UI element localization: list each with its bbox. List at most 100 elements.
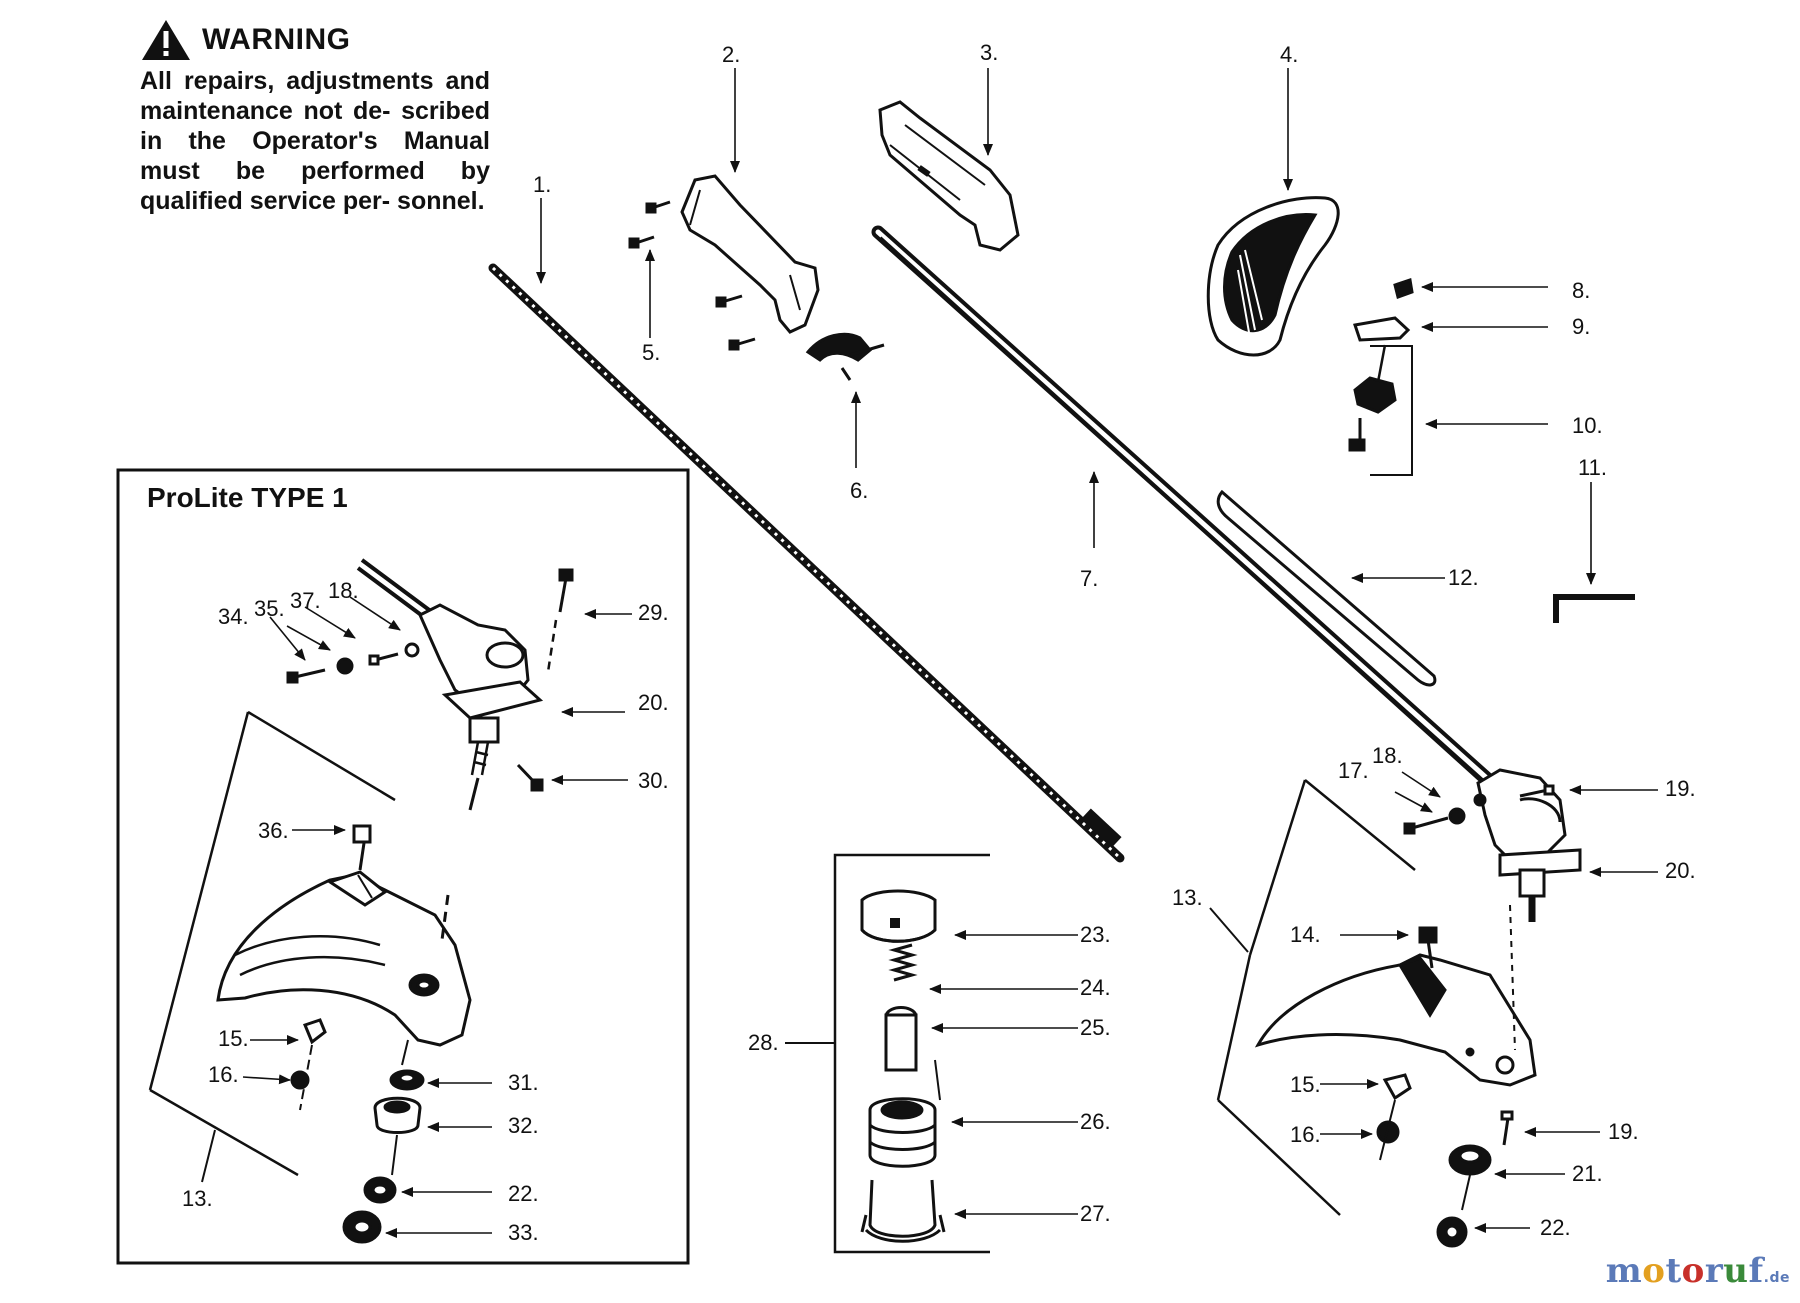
throttle-housing-part bbox=[878, 100, 1020, 252]
callout-32: 32. bbox=[508, 1113, 539, 1138]
callout-5: 5. bbox=[642, 340, 661, 365]
callout-15-box: 15. bbox=[218, 1026, 249, 1051]
callout-33: 33. bbox=[508, 1220, 539, 1245]
watermark-letter-f: f bbox=[1748, 1251, 1764, 1291]
callout-8: 8. bbox=[1572, 278, 1591, 303]
callout-18-main: 18. bbox=[1372, 743, 1403, 768]
drive-shaft-tube-part bbox=[871, 225, 1507, 798]
callout-37: 37. bbox=[290, 588, 321, 613]
callout-22-box: 22. bbox=[508, 1181, 539, 1206]
site-watermark: motoruf.de bbox=[1606, 1251, 1790, 1291]
leader-16-box bbox=[242, 1074, 291, 1085]
callout-30: 30. bbox=[638, 768, 669, 793]
callout-2: 2. bbox=[722, 42, 741, 67]
screw-17-18 bbox=[1403, 807, 1466, 835]
callout-31: 31. bbox=[508, 1070, 539, 1095]
watermark-letter-u: u bbox=[1723, 1251, 1749, 1291]
callout-7: 7. bbox=[1080, 566, 1099, 591]
warning-notice: WARNING All repairs, adjustments and mai… bbox=[140, 18, 490, 216]
watermark-letter-t: t bbox=[1665, 1251, 1682, 1291]
warning-title: WARNING bbox=[202, 23, 351, 56]
trimmer-head-group bbox=[833, 853, 990, 1254]
callout-21: 21. bbox=[1572, 1161, 1603, 1186]
callout-13-main: 13. bbox=[1172, 885, 1203, 910]
parts-15-16-main bbox=[1376, 1073, 1412, 1161]
bracket-13-box-c bbox=[149, 1088, 299, 1177]
leader-35 bbox=[286, 625, 331, 651]
watermark-letter-o1: o bbox=[1642, 1251, 1666, 1291]
leader-13-main bbox=[1209, 907, 1249, 953]
bracket-13-box-a bbox=[247, 710, 396, 802]
type-box-shield bbox=[216, 824, 472, 1047]
callout-34: 34. bbox=[218, 604, 249, 629]
callout-11: 11. bbox=[1578, 455, 1607, 480]
callout-6: 6. bbox=[850, 478, 869, 503]
bracket-13-main-a bbox=[1248, 779, 1307, 956]
type-box-frame bbox=[116, 468, 690, 1265]
front-handle-part bbox=[1206, 196, 1340, 357]
watermark-letter-o2: o bbox=[1681, 1251, 1705, 1291]
screws-part-5 bbox=[628, 200, 756, 351]
callout-1: 1. bbox=[533, 172, 552, 197]
callout-19-bottom: 19. bbox=[1608, 1119, 1639, 1144]
type-box-screw-30 bbox=[516, 763, 544, 792]
callout-28: 28. bbox=[748, 1030, 779, 1055]
callout-18-box: 18. bbox=[328, 578, 359, 603]
type-box-screw-29 bbox=[546, 568, 574, 673]
callout-26: 26. bbox=[1080, 1109, 1111, 1134]
hex-key-part bbox=[1553, 594, 1635, 623]
callout-16-main: 16. bbox=[1290, 1122, 1321, 1147]
type-box-gear-head bbox=[356, 558, 544, 811]
leader-18-main bbox=[1401, 771, 1441, 798]
leader-13-box bbox=[201, 1129, 216, 1183]
callout-3: 3. bbox=[980, 40, 999, 65]
watermark-letter-m: m bbox=[1605, 1251, 1643, 1291]
callout-14: 14. bbox=[1290, 922, 1321, 947]
watermark-tld: .de bbox=[1763, 1270, 1790, 1286]
shield-part-main bbox=[1254, 904, 1537, 1087]
callout-35: 35. bbox=[254, 596, 285, 621]
callout-20-main: 20. bbox=[1665, 858, 1696, 883]
warning-triangle-icon bbox=[142, 20, 190, 60]
callout-23: 23. bbox=[1080, 922, 1111, 947]
bracket-13-main-c bbox=[1217, 1099, 1341, 1216]
watermark-letter-r: r bbox=[1704, 1251, 1724, 1291]
callout-9: 9. bbox=[1572, 314, 1591, 339]
callout-4: 4. bbox=[1280, 42, 1299, 67]
gear-head-part bbox=[1473, 768, 1582, 922]
callout-20-box: 20. bbox=[638, 690, 669, 715]
bracket-13-main-d bbox=[1304, 779, 1416, 871]
type-box-title: ProLite TYPE 1 bbox=[147, 482, 348, 513]
parts-19-21-22-main bbox=[1436, 1110, 1514, 1248]
callout-25: 25. bbox=[1080, 1015, 1111, 1040]
leader-18-box bbox=[349, 596, 401, 631]
callout-10: 10. bbox=[1572, 413, 1603, 438]
throttle-trigger-part bbox=[805, 332, 885, 381]
warning-heading: WARNING bbox=[140, 18, 490, 62]
callout-19-top: 19. bbox=[1665, 776, 1696, 801]
warning-text: All repairs, adjustments and maintenance… bbox=[140, 67, 490, 215]
leader-34 bbox=[269, 616, 306, 661]
drive-cable-part bbox=[488, 263, 1125, 863]
callout-29: 29. bbox=[638, 600, 669, 625]
type-box-screws-34-18 bbox=[286, 642, 420, 684]
bracket-13-main-b bbox=[1216, 954, 1252, 1101]
band-part bbox=[1216, 489, 1437, 687]
callout-15-main: 15. bbox=[1290, 1072, 1321, 1097]
callout-24: 24. bbox=[1080, 975, 1111, 1000]
screw-19-top bbox=[1519, 784, 1555, 798]
leader-17 bbox=[1394, 791, 1433, 813]
callout-12: 12. bbox=[1448, 565, 1479, 590]
handle-clamp-parts bbox=[1348, 278, 1414, 476]
callout-13-box: 13. bbox=[182, 1186, 213, 1211]
callout-36: 36. bbox=[258, 818, 289, 843]
callout-16-box: 16. bbox=[208, 1062, 239, 1087]
rear-handle-part bbox=[680, 174, 820, 334]
callout-27: 27. bbox=[1080, 1201, 1111, 1226]
callout-17: 17. bbox=[1338, 758, 1369, 783]
leader-37 bbox=[304, 606, 356, 639]
bracket-13-box-b bbox=[148, 711, 250, 1091]
callout-22-main: 22. bbox=[1540, 1215, 1571, 1240]
